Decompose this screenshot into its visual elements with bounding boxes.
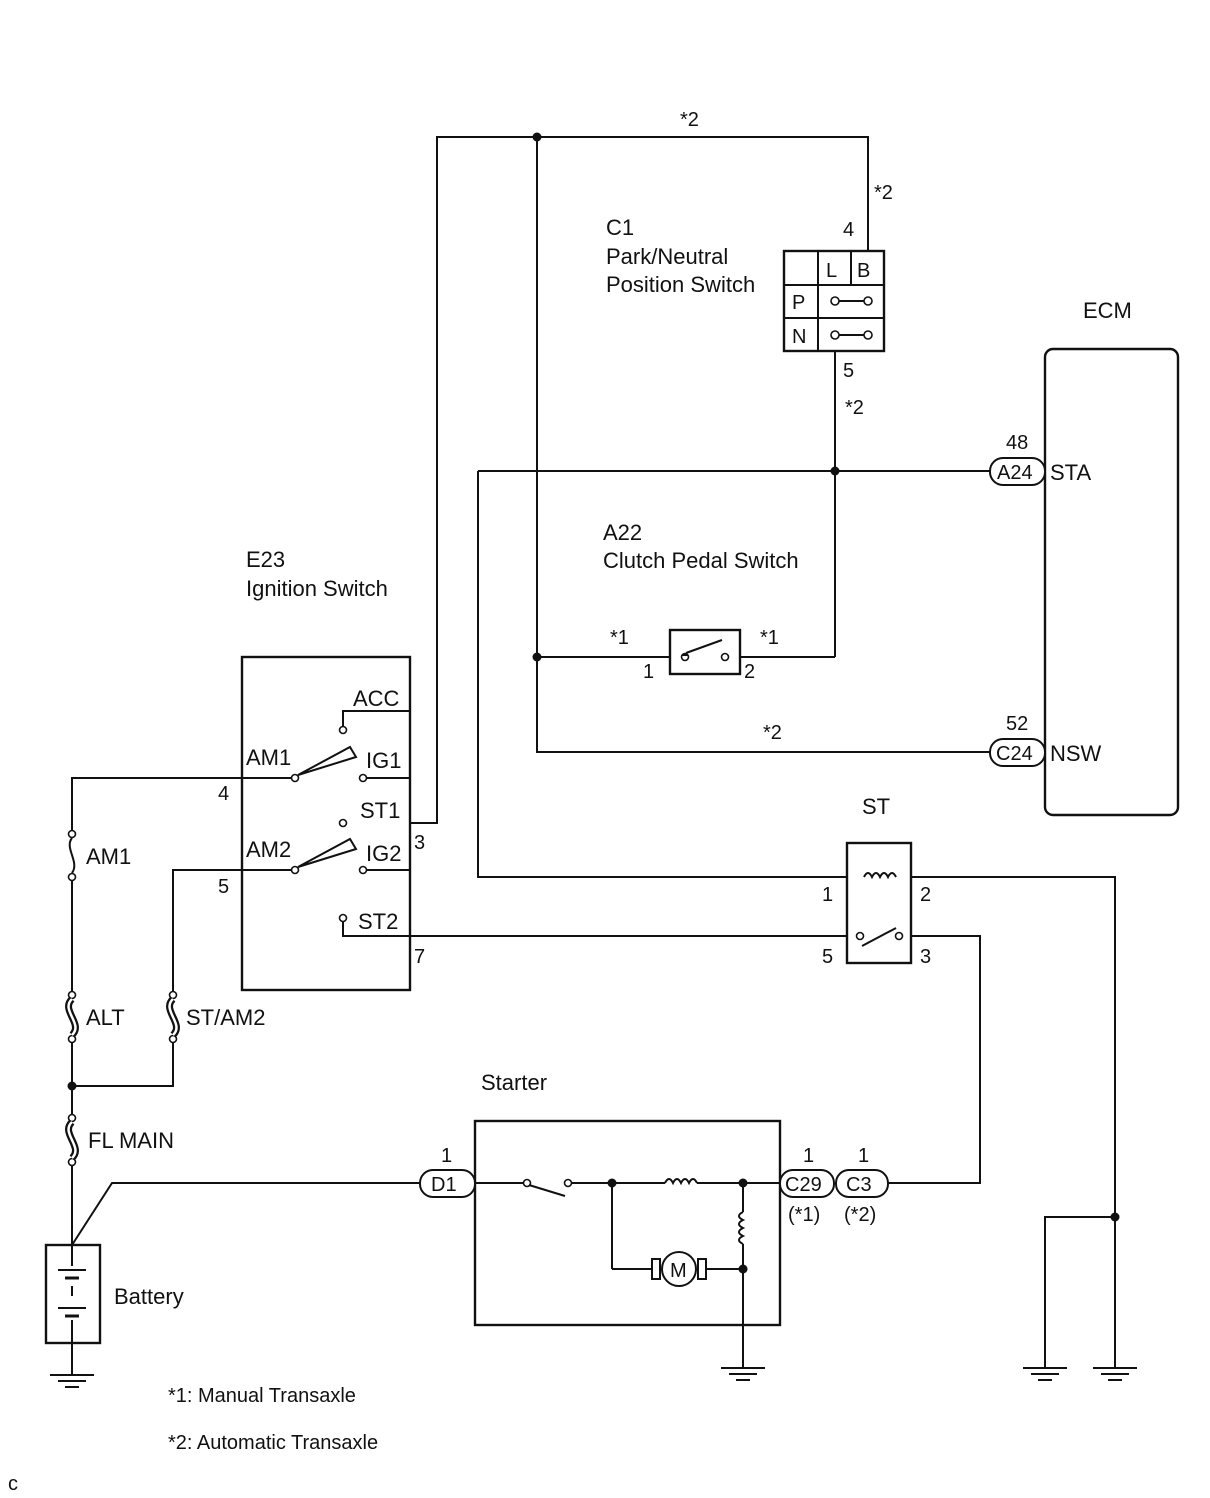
ignition-pin-7: 7 [414,946,425,968]
ignition-pin-3: 3 [414,832,425,854]
c3-note: (*2) [844,1204,876,1226]
ecm-sta-connector: A24 [997,462,1033,484]
pn-switch-name-line1: Park/Neutral [606,244,728,269]
pn-pin-4: 4 [843,219,854,241]
pn-row-p: P [792,292,805,314]
ground-icon [721,1367,765,1381]
ignition-switch: E23 Ignition Switch ACC AM1 IG1 ST1 AM2 … [218,547,425,992]
starter-label: Starter [481,1070,547,1095]
fuse-am1-label: AM1 [86,844,131,869]
ignition-pin-4: 4 [218,783,229,805]
clutch-pin-2: 2 [744,661,755,683]
relay-pin-3: 3 [920,946,931,968]
ecm-nsw-pin-no: 52 [1006,713,1028,735]
corner-mark: c [8,1473,18,1495]
ground-icon [1023,1367,1067,1381]
relay-pin-2: 2 [920,884,931,906]
terminal-am2-label: AM2 [246,837,291,862]
fuse-st-am2-label: ST/AM2 [186,1005,265,1030]
fuse-fl-main-label: FL MAIN [88,1128,174,1153]
c29-pin-no: 1 [803,1145,814,1167]
terminal-ig1-label: IG1 [366,748,401,773]
ground-icon [50,1374,94,1388]
clutch-pedal-switch: A22 Clutch Pedal Switch *1 *1 1 2 [603,520,799,683]
c3-connector: C3 [846,1174,872,1196]
ignition-switch-code: E23 [246,547,285,572]
terminal-st2-label: ST2 [358,909,398,934]
pn-col-b: B [857,260,870,282]
note-mark-nsw: *2 [763,722,782,744]
footnote-automatic: *2: Automatic Transaxle [168,1432,378,1454]
clutch-switch-code: A22 [603,520,642,545]
ecm: ECM 48 A24 STA 52 C24 NSW [989,298,1180,817]
relay-pin-1: 1 [822,884,833,906]
ground-symbols [50,1367,1137,1388]
battery: Battery [44,1243,184,1345]
pn-switch-code: C1 [606,215,634,240]
ignition-pin-5: 5 [218,876,229,898]
junction-dots [67,132,1120,1222]
ecm-sta-pin-no: 48 [1006,432,1028,454]
c3-pin-no: 1 [858,1145,869,1167]
st-relay-label: ST [862,794,890,819]
park-neutral-switch: C1 Park/Neutral Position Switch L B P N … [606,215,886,382]
fuses: AM1 ALT ST/AM2 FL MAIN [62,829,265,1167]
terminal-ig2-label: IG2 [366,841,401,866]
relay-pin-5: 5 [822,946,833,968]
c29-connector: C29 [785,1174,822,1196]
footnote-manual: *1: Manual Transaxle [168,1385,356,1407]
terminal-acc-label: ACC [353,686,400,711]
fuse-alt-label: ALT [86,1005,125,1030]
d1-connector: D1 [431,1174,457,1196]
note-mark-pn-top: *2 [874,182,893,204]
terminal-am1-label: AM1 [246,745,291,770]
ground-icon [1093,1367,1137,1381]
pn-col-l: L [826,260,837,282]
clutch-pin-1: 1 [643,661,654,683]
d1-pin-no: 1 [441,1145,452,1167]
ignition-switch-name: Ignition Switch [246,576,388,601]
wires [71,136,1116,1375]
ecm-nsw-connector: C24 [996,743,1033,765]
pn-switch-name-line2: Position Switch [606,272,755,297]
ecm-nsw-label: NSW [1050,741,1102,766]
terminal-st1-label: ST1 [360,798,400,823]
starter-motor-symbol: M [670,1260,687,1282]
pn-pin-5: 5 [843,360,854,382]
pn-row-n: N [792,326,806,348]
c29-note: (*1) [788,1204,820,1226]
ecm-label: ECM [1083,298,1132,323]
note-mark-pn-bottom: *2 [845,397,864,419]
note-mark-clutch-right: *1 [760,627,779,649]
note-mark-top: *2 [680,109,699,131]
battery-label: Battery [114,1284,184,1309]
ecm-sta-label: STA [1050,460,1091,485]
clutch-switch-name: Clutch Pedal Switch [603,548,799,573]
starter: Starter M 1 D1 1 C29 (*1) 1 C3 [419,1070,889,1368]
st-relay: ST 1 2 5 3 [822,794,931,968]
note-mark-clutch-left: *1 [610,627,629,649]
